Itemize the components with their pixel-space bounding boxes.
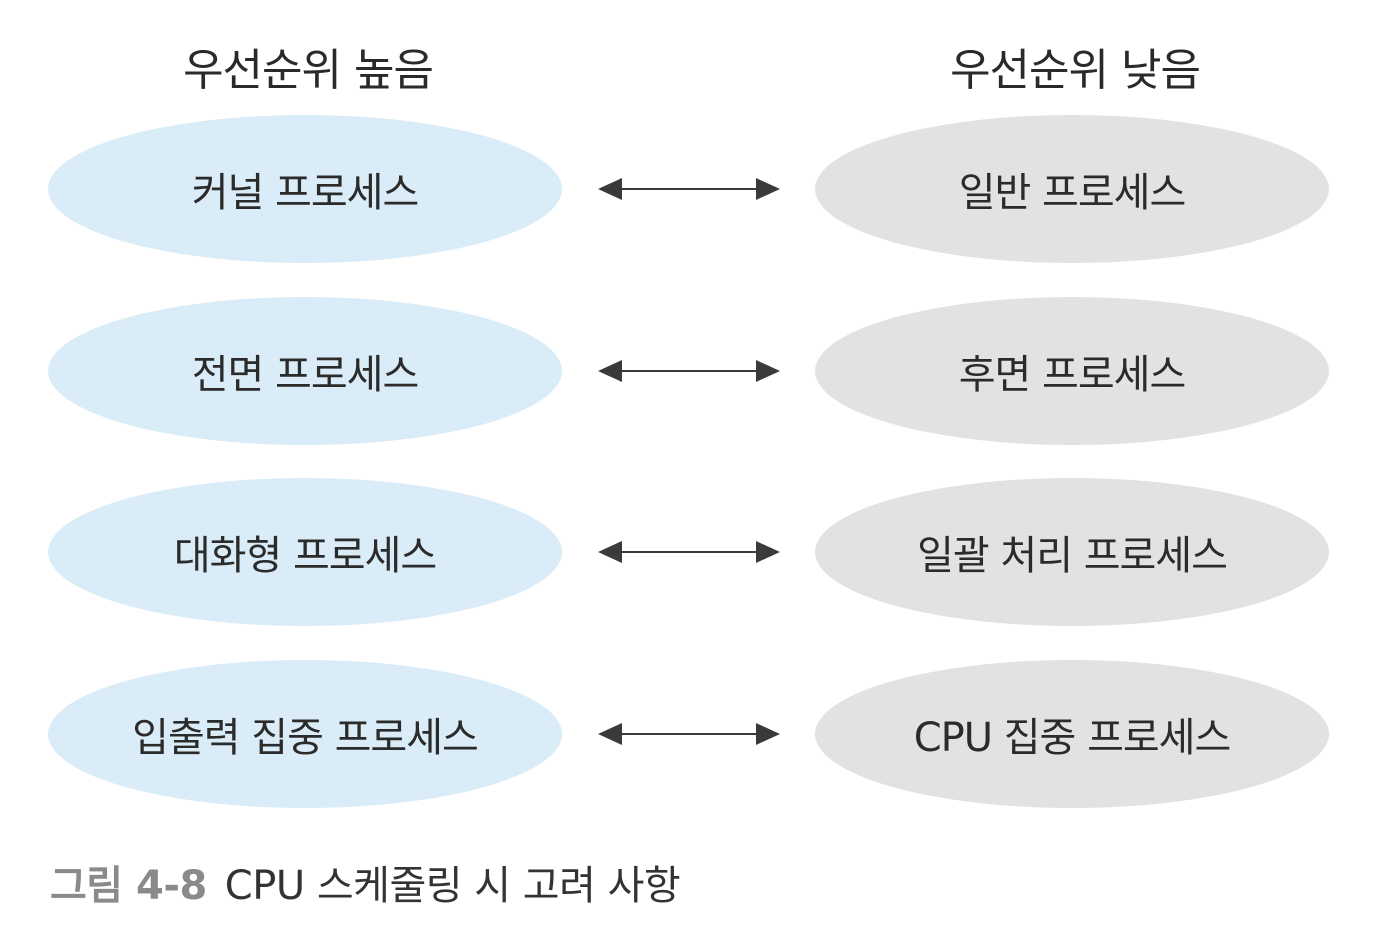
double-arrow-icon [598, 360, 780, 382]
low-priority-process: 일괄 처리 프로세스 [815, 478, 1329, 626]
high-priority-header: 우선순위 높음 [183, 45, 434, 96]
figure-caption: 그림 4-8 CPU 스케줄링 시 고려 사항 [50, 853, 681, 911]
double-arrow-icon [598, 541, 780, 563]
priority-row: 커널 프로세스 일반 프로세스 [0, 115, 1375, 263]
high-priority-process: 대화형 프로세스 [48, 478, 562, 626]
figure-title: CPU 스케줄링 시 고려 사항 [224, 863, 681, 909]
figure-number: 그림 4-8 [50, 863, 207, 909]
priority-row: 전면 프로세스 후면 프로세스 [0, 297, 1375, 445]
high-priority-process: 전면 프로세스 [48, 297, 562, 445]
low-priority-process: CPU 집중 프로세스 [815, 660, 1329, 808]
priority-row: 대화형 프로세스 일괄 처리 프로세스 [0, 478, 1375, 626]
double-arrow-icon [598, 178, 780, 200]
low-priority-process: 일반 프로세스 [815, 115, 1329, 263]
double-arrow-icon [598, 723, 780, 745]
low-priority-process: 후면 프로세스 [815, 297, 1329, 445]
priority-row: 입출력 집중 프로세스 CPU 집중 프로세스 [0, 660, 1375, 808]
low-priority-header: 우선순위 낮음 [950, 45, 1201, 96]
high-priority-process: 커널 프로세스 [48, 115, 562, 263]
high-priority-process: 입출력 집중 프로세스 [48, 660, 562, 808]
